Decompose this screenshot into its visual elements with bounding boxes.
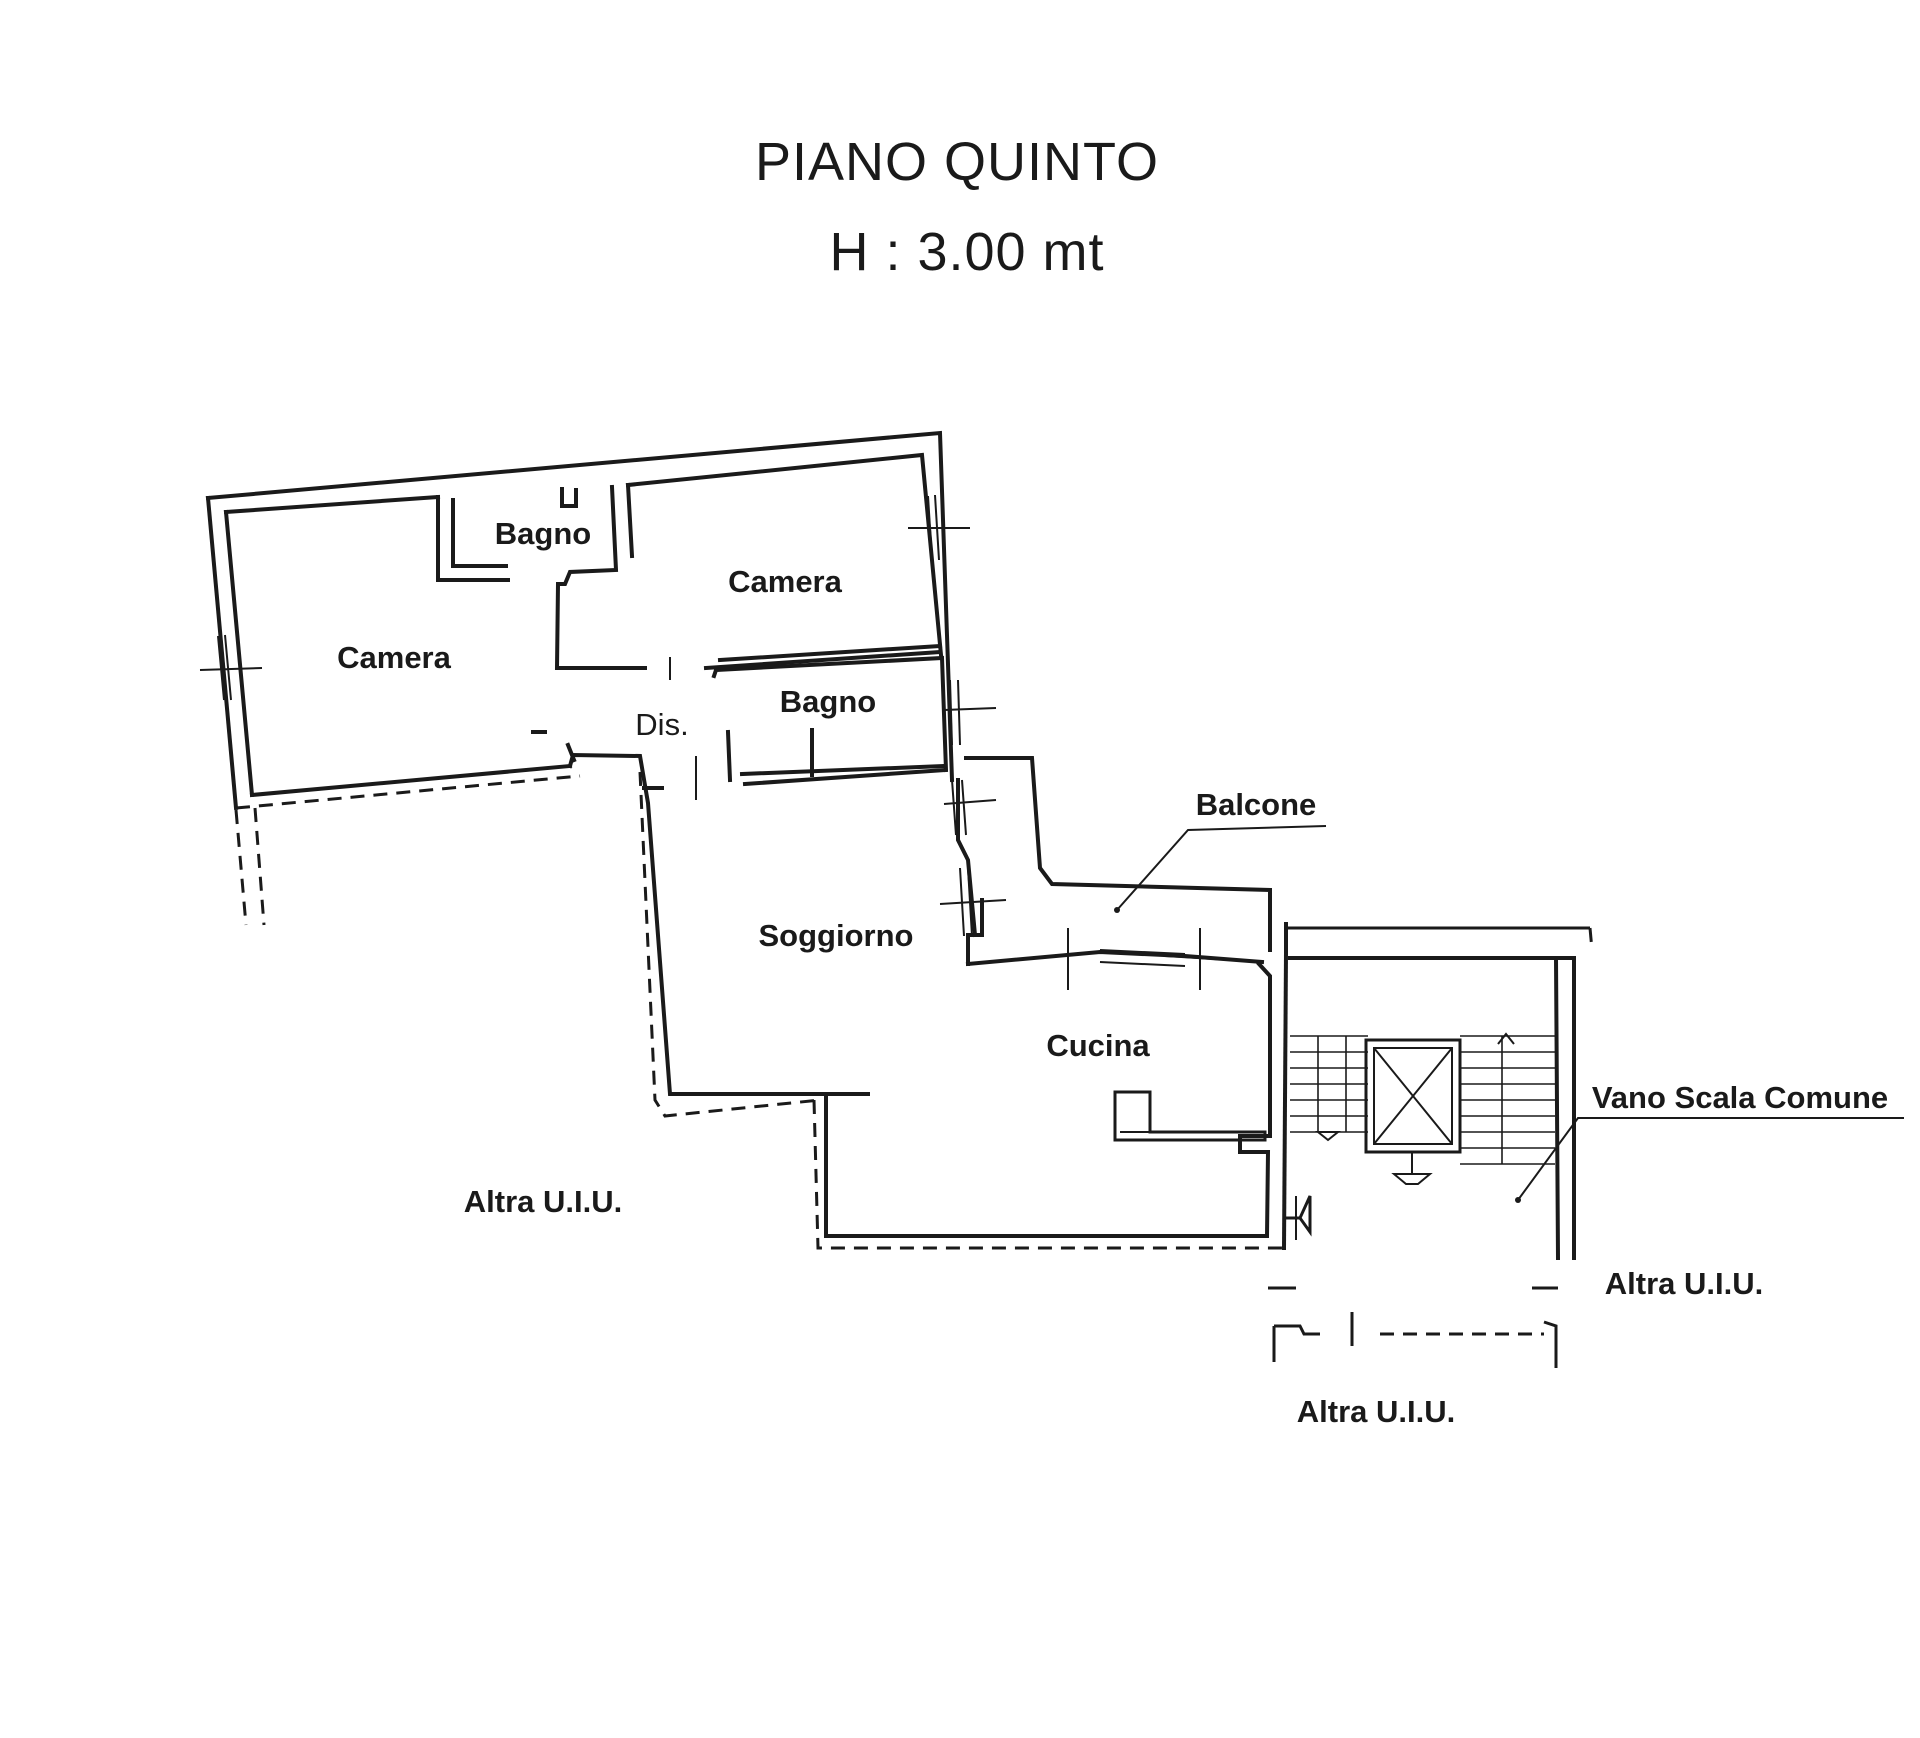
label-soggiorno: Soggiorno — [759, 918, 914, 953]
interior-walls — [436, 482, 949, 800]
height-label: H : 3.00 mt — [829, 222, 1104, 282]
stairwell — [1284, 922, 1594, 1261]
label-altra-uiu-right: Altra U.I.U. — [1605, 1266, 1763, 1301]
label-dis: Dis. — [635, 707, 688, 742]
label-vano-scala: Vano Scala Comune — [1592, 1080, 1888, 1115]
kitchen-counter — [1113, 1090, 1267, 1142]
label-bagno-top: Bagno — [495, 516, 591, 551]
outer-walls — [205, 430, 1289, 1251]
label-altra-uiu-bottom: Altra U.I.U. — [1297, 1394, 1455, 1429]
label-cucina: Cucina — [1046, 1028, 1150, 1063]
plan-title: PIANO QUINTO — [755, 132, 1159, 192]
label-camera-right: Camera — [728, 564, 842, 599]
windows — [199, 494, 1231, 990]
landing-outlines — [1268, 1286, 1558, 1368]
label-balcone: Balcone — [1196, 787, 1317, 822]
leader-lines — [1114, 825, 1904, 1203]
label-bagno-mid: Bagno — [780, 684, 876, 719]
label-camera-left: Camera — [337, 640, 451, 675]
label-altra-uiu-left: Altra U.I.U. — [464, 1184, 622, 1219]
balcone-outline — [956, 756, 1272, 952]
